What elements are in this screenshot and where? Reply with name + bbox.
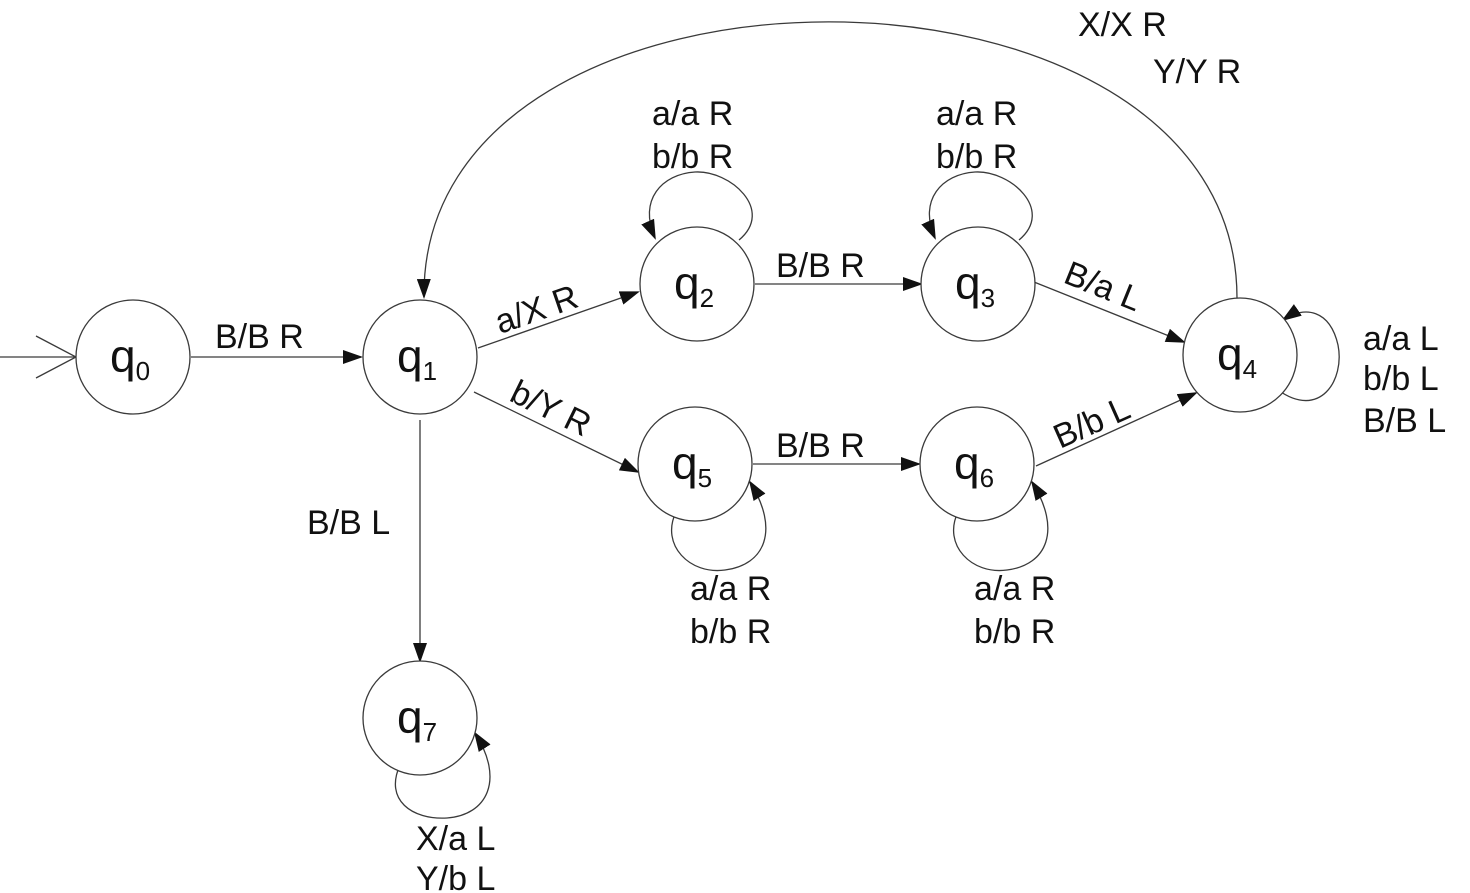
svg-text:q6: q6 — [954, 437, 994, 493]
label-loop-q3-2: b/b R — [936, 138, 1017, 176]
label-q6-q4: B/b L — [1048, 389, 1136, 456]
state-q0: q0 — [75, 299, 191, 415]
label-loop-q7-1: X/a L — [416, 820, 495, 858]
loop-q2 — [641, 171, 753, 241]
label-loop-q6-1: a/a R — [974, 570, 1055, 608]
label-loop-q7-2: Y/b L — [416, 860, 495, 893]
svg-text:q2: q2 — [674, 257, 714, 313]
edge-q3-q4 — [1033, 281, 1186, 343]
label-q1-q7: B/B L — [307, 504, 390, 542]
loop-q3 — [921, 171, 1033, 241]
loop-q6 — [952, 480, 1049, 572]
svg-text:q4: q4 — [1217, 328, 1257, 384]
edge-q1-q2 — [477, 291, 640, 349]
label-loop-q2-2: b/b R — [652, 138, 733, 176]
label-q4-q1-2: Y/Y R — [1153, 53, 1241, 91]
label-loop-q4-2: b/b L — [1363, 360, 1439, 398]
state-q6: q6 — [919, 406, 1035, 522]
label-q5-q6: B/B R — [776, 427, 865, 465]
start-arrow — [0, 335, 78, 379]
label-loop-q5-2: b/b R — [690, 613, 771, 651]
label-q2-q3: B/B R — [776, 247, 865, 285]
label-loop-q4-1: a/a L — [1363, 320, 1439, 358]
label-q0-q1: B/B R — [215, 318, 304, 356]
label-loop-q2-1: a/a R — [652, 95, 733, 133]
state-q1: q1 — [362, 299, 478, 415]
state-q5: q5 — [637, 406, 753, 522]
svg-text:q5: q5 — [672, 437, 712, 493]
label-q4-q1-1: X/X R — [1078, 6, 1167, 44]
edge-q4-q1 — [416, 21, 1238, 299]
state-q2: q2 — [639, 226, 755, 342]
svg-text:q0: q0 — [110, 330, 150, 386]
svg-text:q3: q3 — [955, 257, 995, 313]
label-loop-q5-1: a/a R — [690, 570, 771, 608]
label-q1-q2: a/X R — [490, 278, 583, 342]
label-q1-q5: b/Y R — [504, 373, 597, 444]
svg-text:q1: q1 — [397, 330, 437, 386]
svg-text:q7: q7 — [397, 691, 437, 747]
loop-q7 — [394, 731, 491, 819]
edge-q1-q5 — [473, 391, 640, 473]
loop-q5 — [670, 480, 767, 572]
label-loop-q4-3: B/B L — [1363, 402, 1446, 440]
label-loop-q3-1: a/a R — [936, 95, 1017, 133]
state-q4: q4 — [1182, 297, 1298, 413]
edge-q6-q4 — [1035, 392, 1198, 467]
state-q3: q3 — [920, 226, 1036, 342]
state-q7: q7 — [362, 660, 478, 776]
label-loop-q6-2: b/b R — [974, 613, 1055, 651]
loop-q4 — [1277, 304, 1340, 402]
